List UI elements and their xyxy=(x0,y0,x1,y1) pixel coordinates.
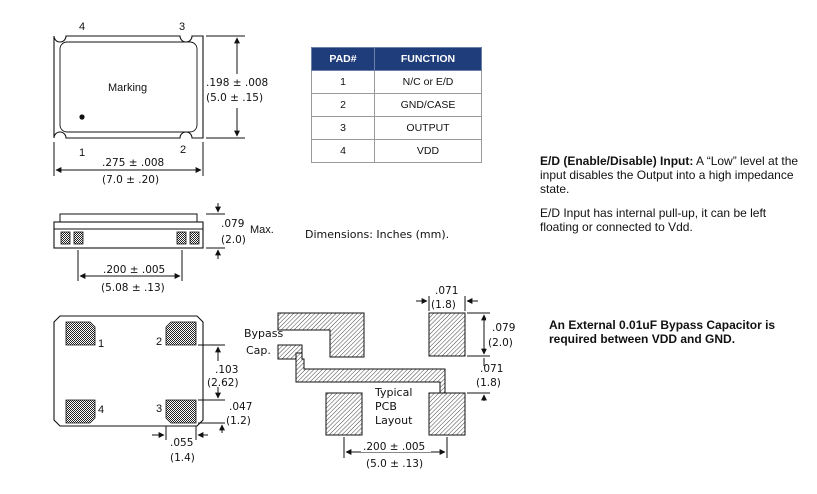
pad-label-1: 1 xyxy=(98,338,104,350)
pad-function-cell: VDD xyxy=(374,139,482,163)
lid xyxy=(59,213,198,223)
pad-number-cell: 2 xyxy=(311,93,375,117)
thickness-dim-text: .079 xyxy=(221,218,244,230)
land-bottom-left xyxy=(325,392,363,436)
land-width-dim-text: .071 xyxy=(435,285,458,297)
land-height-dim-text: .079 xyxy=(492,322,515,334)
pin1-dot xyxy=(79,114,85,120)
pin-label-1: 1 xyxy=(79,147,85,159)
pin-label-3: 3 xyxy=(179,21,185,33)
pad-3 xyxy=(165,399,197,424)
typical-label-2: PCB xyxy=(375,400,397,413)
column-header-function: FUNCTION xyxy=(374,47,482,71)
land-width-dim-mm-text: (1.8) xyxy=(431,299,456,311)
bypass-label-1: Bypass xyxy=(244,327,284,340)
pad-number-cell: 1 xyxy=(311,70,375,94)
pad-width-dim-mm-text: (1.4) xyxy=(170,452,195,464)
pad-label-3: 3 xyxy=(156,403,162,415)
land-top-left xyxy=(277,312,365,358)
pad-1 xyxy=(65,321,96,346)
land-height-dim-mm-text: (2.0) xyxy=(488,337,513,349)
pad-span-dim-text: .200 ± .005 xyxy=(103,264,165,276)
pad-function-table: PAD# FUNCTION 1 N/C or E/D 2 GND/CASE 3 … xyxy=(311,47,482,163)
land-span-dim-text: .200 ± .005 xyxy=(363,441,425,453)
pad-width-dim-text: .055 xyxy=(170,437,193,449)
pitch-dim-mm-text: (2.62) xyxy=(207,377,239,389)
pad-4 xyxy=(65,399,96,424)
land-span-dim-mm-text: (5.0 ± .13) xyxy=(366,458,423,470)
ed-paragraph: E/D (Enable/Disable) Input: A “Low” leve… xyxy=(540,154,802,196)
trace-to-vdd xyxy=(295,352,446,394)
pcb-layout: Bypass Cap. Typical PCB Layout .071 (1.8… xyxy=(244,285,522,470)
bypass-note-text: An External 0.01uF Bypass Capacitor is r… xyxy=(549,318,776,346)
column-header-pad: PAD# xyxy=(311,47,375,71)
side-pad-right-inner xyxy=(176,231,187,245)
marking-label: Marking xyxy=(108,82,147,94)
side-view: .079 Max. (2.0) .200 ± .005 (5.08 ± .13) xyxy=(53,203,274,294)
pad-span-dim-mm-text: (5.08 ± .13) xyxy=(101,282,165,294)
ed-note-text: A “Low” level at the input disables the … xyxy=(540,154,799,196)
pad-number-cell: 3 xyxy=(311,116,375,140)
table-header-row: PAD# FUNCTION xyxy=(311,47,482,71)
thickness-max-text: Max. xyxy=(250,224,274,236)
width-dim-mm-text: (7.0 ± .20) xyxy=(102,174,159,186)
pad-height-dim-text: .047 xyxy=(229,401,252,413)
pin-label-2: 2 xyxy=(180,144,186,156)
pad-2 xyxy=(165,321,197,346)
side-pad-right-outer xyxy=(189,231,200,245)
ed-pullup-note: E/D Input has internal pull-up, it can b… xyxy=(540,206,767,234)
pad-number-cell: 4 xyxy=(311,139,375,163)
thickness-dim-mm-text: (2.0) xyxy=(221,234,246,246)
pad-function-cell: GND/CASE xyxy=(374,93,482,117)
table-row: 3 OUTPUT xyxy=(311,116,482,140)
pad-label-4: 4 xyxy=(98,404,104,416)
pitch-dim-text: .103 xyxy=(215,364,238,376)
package-outline xyxy=(53,35,204,139)
typical-label-1: Typical xyxy=(374,386,412,399)
land-gap-dim-text: .071 xyxy=(480,363,503,375)
pad-function-cell: OUTPUT xyxy=(374,116,482,140)
pin-label-4: 4 xyxy=(79,21,85,33)
pad-height-dim-mm-text: (1.2) xyxy=(226,415,251,427)
height-dim-mm-text: (5.0 ± .15) xyxy=(206,92,263,104)
side-pad-left-outer xyxy=(60,231,71,245)
bottom-view: 1 2 4 3 .103 (2.62) .047 (1.2) .055 (1.4… xyxy=(53,315,252,464)
package-inner-outline xyxy=(59,41,198,133)
table-row: 1 N/C or E/D xyxy=(311,70,482,94)
top-view: 4 3 1 2 Marking .198 ± .008 (5.0 ± .15) … xyxy=(53,21,271,186)
bypass-note: An External 0.01uF Bypass Capacitor is r… xyxy=(549,318,799,346)
side-pad-left-inner xyxy=(73,231,84,245)
pad-function-cell: N/C or E/D xyxy=(374,70,482,94)
pad-label-2: 2 xyxy=(156,336,162,348)
width-dim-text: .275 ± .008 xyxy=(102,157,164,169)
height-dim-text: .198 ± .008 xyxy=(206,77,268,89)
land-gap-dim-mm-text: (1.8) xyxy=(476,377,501,389)
table-row: 4 VDD xyxy=(311,139,482,163)
typical-label-3: Layout xyxy=(375,414,413,427)
table-row: 2 GND/CASE xyxy=(311,93,482,117)
land-top-right xyxy=(428,312,466,357)
ed-note: E/D (Enable/Disable) Input: A “Low” leve… xyxy=(540,154,802,234)
land-bottom-right xyxy=(428,392,466,436)
ed-note-title: E/D (Enable/Disable) Input: xyxy=(540,154,694,168)
units-note: Dimensions: Inches (mm). xyxy=(305,228,449,241)
bypass-label-2: Cap. xyxy=(246,344,271,357)
